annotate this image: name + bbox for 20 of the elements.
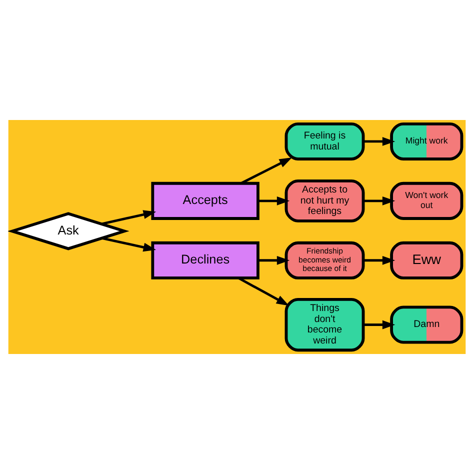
arrow: [364, 196, 396, 206]
arrow: [102, 237, 156, 252]
node-diamond: Ask: [8, 212, 130, 250]
arrow: [101, 210, 156, 226]
arrow: [364, 320, 396, 330]
arrow: [364, 256, 396, 265]
node-box: Feeling is mutual: [284, 122, 365, 160]
node-box: Friendship becomes weird because of it: [284, 241, 365, 280]
node-box: Accepts to not hurt my feelings: [284, 179, 365, 222]
arrow: [238, 276, 290, 306]
arrow: [240, 158, 292, 184]
node-box: Eww: [390, 241, 464, 280]
node-box: Won't work out: [390, 182, 464, 220]
arrow: [258, 256, 290, 265]
arrow: [258, 196, 290, 206]
node-box: Damn: [390, 306, 464, 344]
node-box: Things don't become weird: [284, 298, 365, 352]
node-box: Declines: [151, 241, 260, 280]
node-box: Accepts: [151, 182, 260, 220]
arrow: [364, 137, 396, 146]
